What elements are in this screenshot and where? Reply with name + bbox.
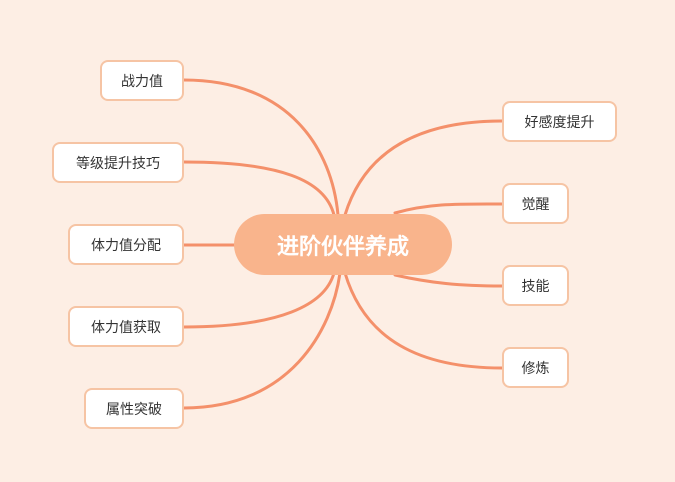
link-left-3 [182, 271, 336, 329]
link-right-2 [393, 273, 504, 288]
node-label: 等级提升技巧 [76, 155, 160, 172]
node-label: 战力值 [121, 73, 163, 90]
node-label: 修炼 [521, 360, 550, 377]
node-level-up-tips[interactable]: 等级提升技巧 [52, 142, 184, 183]
link-left-0 [182, 78, 340, 217]
link-right-1 [393, 202, 504, 215]
node-label: 好感度提升 [524, 114, 595, 131]
node-label: 觉醒 [521, 196, 550, 213]
center-label: 进阶伙伴养成 [276, 234, 409, 260]
node-combat-power[interactable]: 战力值 [100, 60, 184, 101]
node-stamina-allocation[interactable]: 体力值分配 [68, 224, 184, 265]
node-label: 体力值分配 [91, 237, 161, 254]
link-left-4 [182, 271, 342, 410]
link-right-0 [343, 119, 504, 217]
center-node[interactable]: 进阶伙伴养成 [234, 214, 452, 275]
node-stamina-acquisition[interactable]: 体力值获取 [68, 306, 184, 347]
node-label: 体力值获取 [91, 319, 161, 336]
node-label: 属性突破 [106, 401, 162, 418]
node-affinity-boost[interactable]: 好感度提升 [502, 101, 617, 142]
link-right-3 [343, 271, 504, 370]
link-left-1 [182, 160, 336, 217]
node-skills[interactable]: 技能 [502, 265, 569, 306]
node-attribute-breakthrough[interactable]: 属性突破 [84, 388, 184, 429]
node-awakening[interactable]: 觉醒 [502, 183, 569, 224]
node-label: 技能 [521, 278, 550, 295]
node-training[interactable]: 修炼 [502, 347, 569, 388]
